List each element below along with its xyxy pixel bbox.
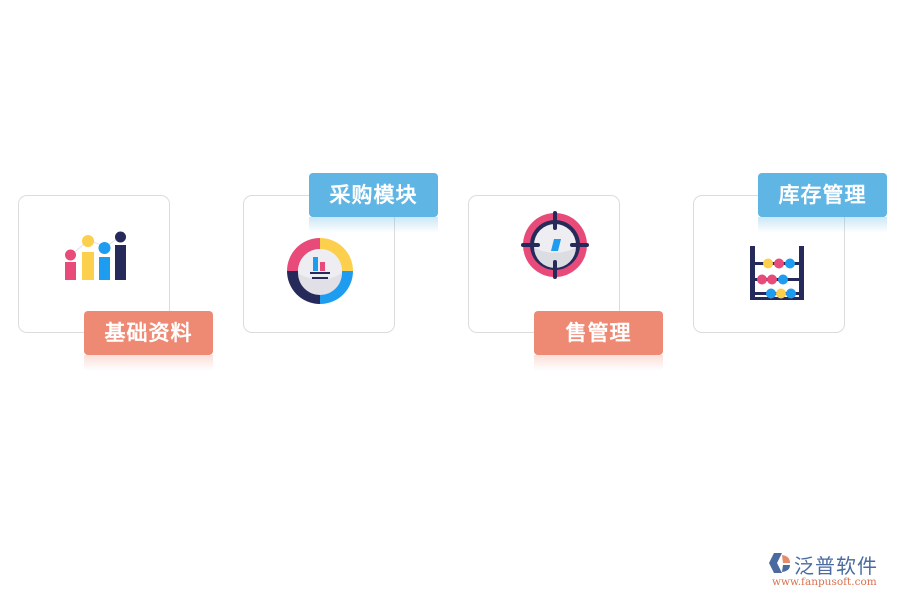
brand-logo: 泛普软件 www.fanpusoft.com bbox=[768, 550, 894, 592]
target-compass-icon bbox=[521, 211, 589, 279]
module-card-inventory[interactable] bbox=[693, 195, 845, 333]
module-label-inventory[interactable]: 库存管理 bbox=[758, 173, 887, 233]
module-label-sales[interactable]: 售管理 bbox=[534, 311, 663, 371]
bar-chart-dots-icon bbox=[65, 231, 126, 280]
module-card-sales[interactable] bbox=[468, 195, 620, 333]
donut-chart-icon bbox=[287, 238, 353, 304]
module-label-basic-data[interactable]: 基础资料 bbox=[84, 311, 213, 371]
module-card-basic-data[interactable] bbox=[18, 195, 170, 333]
fanpu-logo-icon bbox=[769, 553, 790, 573]
module-label-purchase[interactable]: 采购模块 bbox=[309, 173, 438, 233]
brand-url: www.fanpusoft.com bbox=[772, 576, 877, 588]
abacus-icon bbox=[750, 246, 804, 300]
module-card-purchase[interactable] bbox=[243, 195, 395, 333]
brand-name: 泛普软件 bbox=[794, 554, 878, 578]
